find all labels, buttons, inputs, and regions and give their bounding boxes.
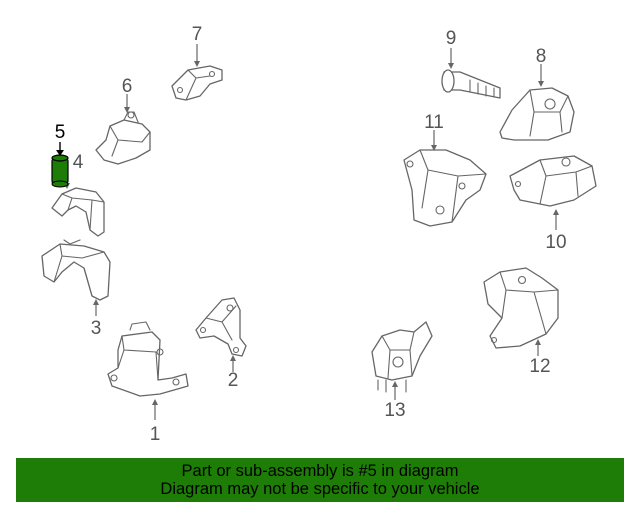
part-info-banner: Part or sub-assembly is #5 in diagram Di… <box>16 458 624 502</box>
callout-13: 13 <box>384 400 405 421</box>
part-2-bracket[interactable]: 2 <box>195 297 247 391</box>
part-13-mount[interactable]: 13 <box>371 321 433 421</box>
callout-12: 12 <box>529 356 550 377</box>
part-1-mount[interactable]: 1 <box>107 321 189 445</box>
callout-2: 2 <box>228 370 239 391</box>
callout-7: 7 <box>192 24 203 45</box>
callout-5: 5 <box>55 122 66 143</box>
part-3-bracket[interactable]: 3 <box>41 239 111 339</box>
part-9-bolt[interactable]: 9 <box>441 28 501 99</box>
callout-9: 9 <box>446 28 457 49</box>
callout-3: 3 <box>91 318 102 339</box>
callout-1: 1 <box>150 424 161 445</box>
callout-8: 8 <box>536 46 547 67</box>
part-12-mount[interactable]: 12 <box>483 267 559 377</box>
part-5-bushing[interactable]: 5 <box>51 122 69 188</box>
callout-10: 10 <box>545 232 566 253</box>
part-11-bracket[interactable]: 11 <box>403 112 487 227</box>
part-8-mount[interactable]: 8 <box>499 46 575 141</box>
banner-line-2: Diagram may not be specific to your vehi… <box>160 480 480 498</box>
callout-6: 6 <box>122 76 133 97</box>
banner-line-1: Part or sub-assembly is #5 in diagram <box>181 462 459 480</box>
part-7-bracket[interactable]: 7 <box>171 24 223 101</box>
part-4-shield[interactable]: 4 <box>51 152 105 237</box>
part-6-mount[interactable]: 6 <box>95 76 151 165</box>
callout-4: 4 <box>73 152 84 173</box>
part-10-mount[interactable]: 10 <box>509 155 597 253</box>
callout-11: 11 <box>424 112 444 133</box>
